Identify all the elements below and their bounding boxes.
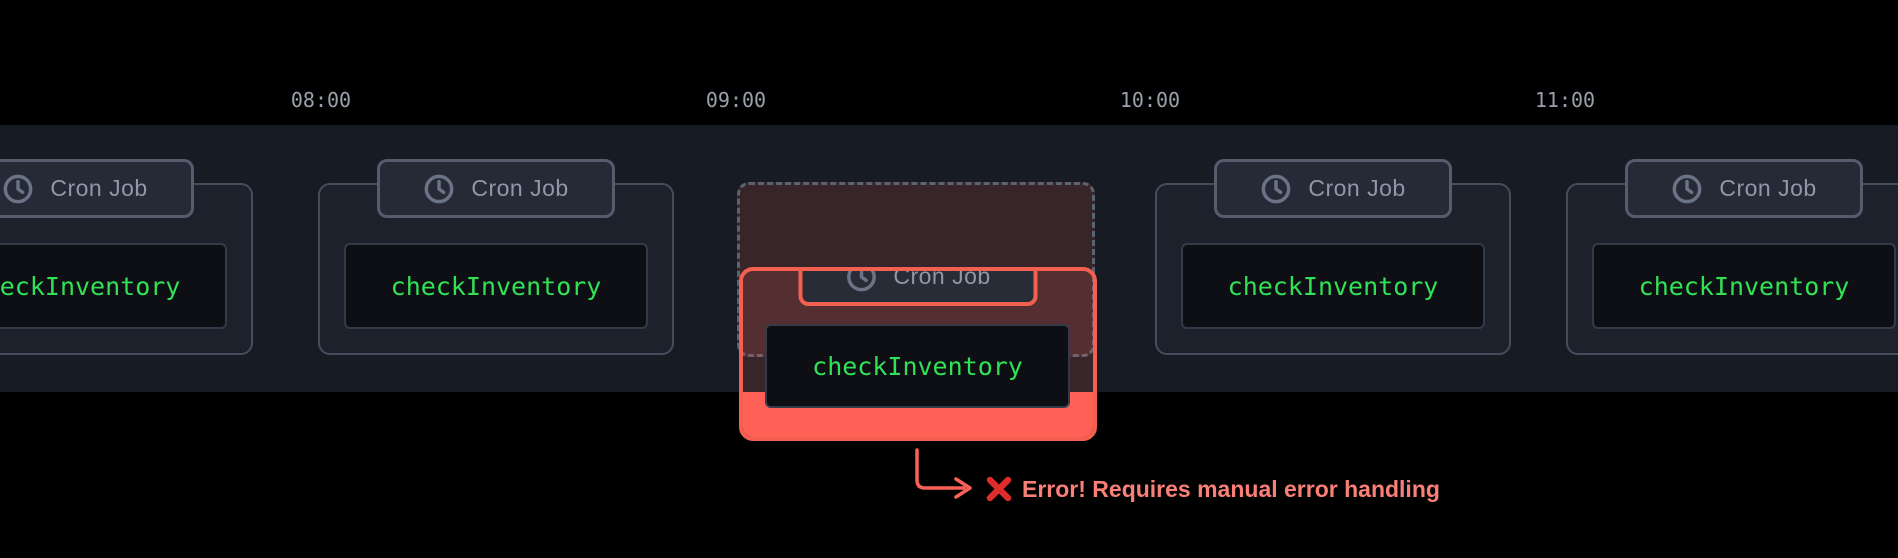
code-box: checkInventory [0, 243, 227, 329]
clock-icon [846, 271, 876, 291]
cron-job-card-1100: Cron Job checkInventory [1566, 159, 1898, 355]
code-text: checkInventory [1638, 271, 1850, 301]
code-text: checkInventory [390, 271, 602, 301]
cross-mark-icon [986, 476, 1012, 502]
clock-icon [1261, 174, 1291, 203]
cron-job-card-0800: Cron Job checkInventory [318, 159, 674, 355]
time-tick-0900: 09:00 [705, 88, 767, 112]
code-box: checkInventory [344, 243, 648, 329]
badge-label: Cron Job [1719, 175, 1817, 201]
cron-job-badge: Cron Job [1625, 159, 1863, 218]
code-box: checkInventory [1181, 243, 1485, 329]
error-connector-arrow [915, 448, 972, 499]
cron-job-card-0700: Cron Job checkInventory [0, 159, 253, 355]
code-text: checkInventory [812, 351, 1023, 381]
code-text: checkInventory [0, 271, 181, 301]
cron-job-badge: Cron Job [1214, 159, 1452, 218]
cron-job-badge: Cron Job [0, 159, 194, 218]
code-text: checkInventory [1227, 271, 1439, 301]
badge-label: Cron Job [893, 267, 991, 289]
badge-label: Cron Job [1308, 175, 1406, 201]
code-box: checkInventory [1592, 243, 1896, 329]
badge-label: Cron Job [50, 175, 148, 201]
badge-label: Cron Job [471, 175, 569, 201]
code-box: checkInventory [765, 324, 1070, 408]
error-message: Error! Requires manual error handling [1022, 476, 1440, 502]
cron-job-card-1000: Cron Job checkInventory [1155, 159, 1511, 355]
time-tick-1100: 11:00 [1534, 88, 1596, 112]
cron-job-badge: Cron Job [377, 159, 615, 218]
time-tick-0800: 08:00 [290, 88, 352, 112]
clock-icon [1672, 174, 1702, 203]
cron-job-badge-error: Cron Job [798, 267, 1038, 306]
clock-icon [424, 174, 454, 203]
clock-icon [3, 174, 33, 203]
cron-job-card-0900-error: Cron Job checkInventory [739, 267, 1097, 441]
time-tick-1000: 10:00 [1119, 88, 1181, 112]
